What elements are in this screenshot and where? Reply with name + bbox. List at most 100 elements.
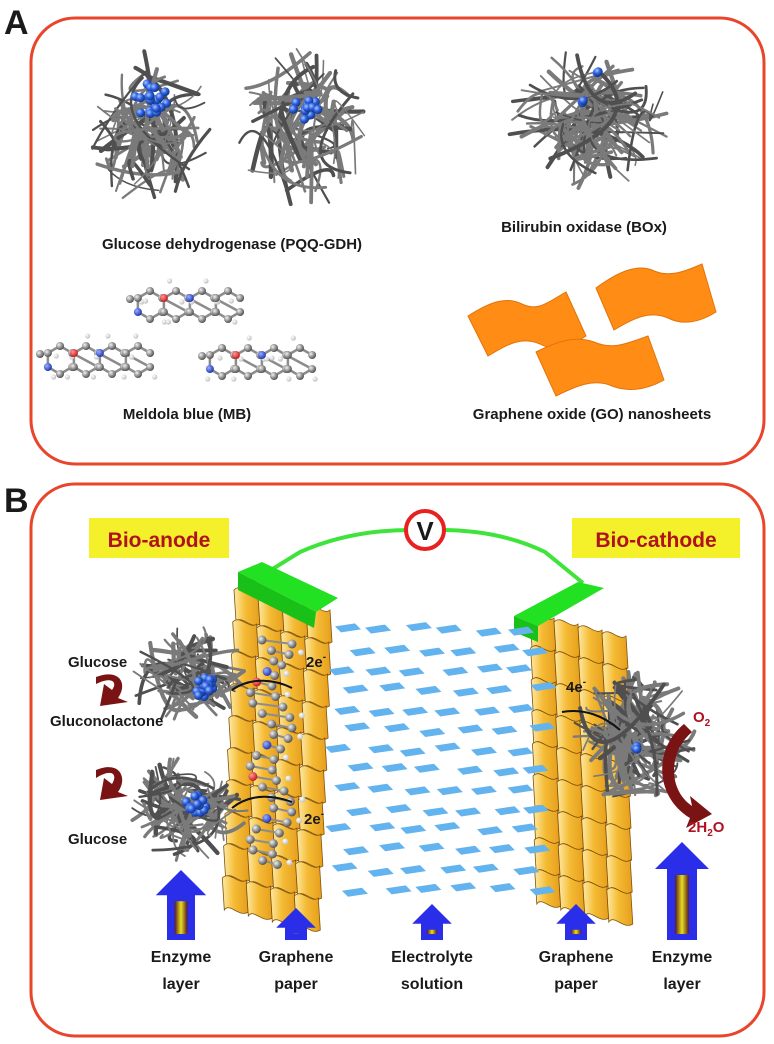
protein-ribbon	[333, 100, 366, 137]
atom	[82, 370, 90, 378]
electrolyte-flake	[435, 624, 462, 634]
hydrogen-atom	[290, 335, 296, 341]
atom	[82, 342, 90, 350]
electrolyte-flake	[476, 663, 503, 673]
electrolyte-flake	[455, 807, 482, 817]
protein-ribbon	[127, 158, 152, 187]
cofactor-atom	[135, 93, 145, 103]
hydrogen-atom	[205, 376, 211, 382]
label-go: Graphene oxide (GO) nanosheets	[473, 406, 711, 423]
electrolyte-flake	[470, 746, 497, 756]
atom	[248, 845, 258, 855]
electrolyte-flake	[343, 846, 370, 856]
cofactor-atom	[160, 87, 170, 97]
electrolyte-flake	[328, 666, 355, 676]
atom	[269, 730, 279, 739]
atom	[279, 786, 289, 796]
protein-ribbon	[305, 132, 314, 205]
protein-ribbon	[143, 626, 207, 670]
label-glucose-bottom: Glucose	[68, 831, 127, 848]
atom	[146, 363, 155, 371]
protein-ribbon	[550, 56, 586, 153]
layer-label-line1: Electrolyte	[391, 949, 473, 966]
atom	[267, 719, 276, 729]
bond	[261, 639, 293, 645]
atom	[258, 856, 268, 865]
electrolyte-flake	[434, 707, 461, 717]
hydrogen-atom	[121, 374, 127, 380]
electrolyte-flake	[418, 647, 445, 657]
atom	[43, 349, 52, 357]
anode-reaction-arrow-top	[96, 674, 128, 706]
atom	[296, 372, 304, 380]
voltmeter-symbol: V	[416, 516, 434, 546]
protein-ribbon	[206, 808, 237, 837]
hydrogen-atom	[282, 838, 289, 845]
electrolyte-flake	[331, 862, 358, 872]
electron-path-arrow	[231, 679, 293, 691]
atom	[146, 349, 155, 357]
protein-ribbon	[165, 818, 198, 851]
go-sheet	[535, 335, 665, 397]
go-sheet	[467, 291, 587, 357]
atom	[211, 308, 220, 316]
atom	[283, 365, 292, 373]
atom	[278, 702, 288, 712]
atom	[236, 294, 245, 302]
atom	[95, 363, 104, 371]
electrolyte-flake	[383, 723, 410, 733]
protein-ribbon	[648, 91, 664, 122]
atom	[283, 734, 293, 743]
atom	[296, 344, 304, 352]
electrolyte-flake	[415, 883, 442, 893]
hydrogen-atom	[64, 374, 70, 380]
protein-ribbon	[553, 64, 615, 122]
hydrogen-atom	[179, 299, 185, 305]
cofactor-atom	[150, 83, 160, 93]
protein-ribbon	[350, 119, 357, 175]
electrolyte-flake	[442, 666, 469, 676]
electrolyte-flake	[325, 743, 352, 753]
atom	[244, 372, 252, 380]
atom	[185, 294, 194, 302]
atom	[248, 698, 258, 708]
electrolyte-flake	[436, 786, 463, 796]
electrolyte-flake	[511, 823, 538, 833]
cofactor-atom	[578, 96, 588, 106]
protein-ribbon	[593, 690, 618, 771]
electrolyte-flake	[491, 725, 518, 735]
hydrogen-atom	[246, 335, 252, 341]
label-mb: Meldola blue (MB)	[123, 406, 251, 423]
hydrogen-atom	[53, 353, 59, 359]
electrolyte-flake	[347, 762, 374, 772]
atom	[257, 635, 267, 645]
cofactor-atom	[190, 791, 200, 801]
protein-ribbon	[143, 658, 156, 674]
protein-ribbon	[319, 92, 355, 175]
protein-ribbon	[575, 53, 638, 105]
atom	[271, 692, 280, 701]
electrolyte-flake	[457, 724, 484, 734]
layer-label-line2: layer	[663, 976, 700, 993]
electrolyte-flake	[365, 624, 392, 634]
atom	[121, 349, 130, 357]
electrolyte-flake	[493, 643, 520, 653]
protein-ribbon	[143, 67, 159, 170]
cathode-electrons: 4e-	[566, 677, 586, 696]
protein-ribbon	[214, 820, 225, 842]
electrolyte-flake	[529, 886, 556, 896]
atom	[266, 646, 276, 655]
electrolyte-flake	[422, 807, 449, 817]
electrolyte-flake	[344, 722, 371, 732]
protein-ribbon	[588, 102, 633, 182]
atom	[56, 370, 64, 378]
atom	[211, 294, 220, 302]
protein-ribbon	[274, 57, 299, 87]
protein-ribbon	[336, 150, 346, 185]
hydrogen-atom	[165, 319, 171, 325]
protein-ribbon	[284, 168, 336, 193]
hydrogen-atom	[228, 298, 234, 304]
electrolyte-flakes	[325, 622, 557, 897]
protein-ribbon	[260, 90, 273, 137]
